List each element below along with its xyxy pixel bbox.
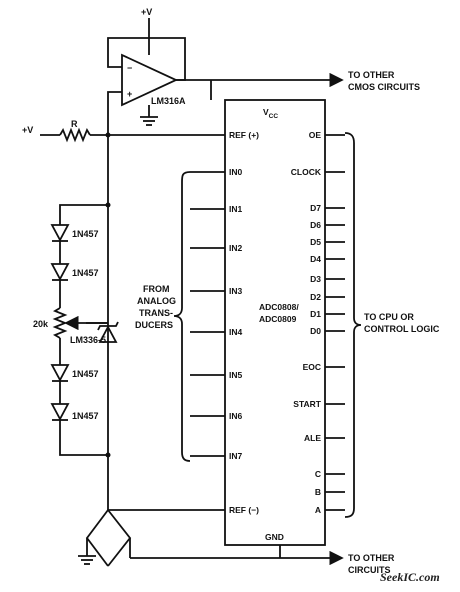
reference-section: +V R <box>22 119 225 510</box>
curly-brace-icon <box>344 132 362 518</box>
chip-pin-label: D7 <box>310 203 321 213</box>
curly-brace-icon <box>173 171 191 462</box>
chip-pin-label: IN1 <box>229 204 243 214</box>
chip-pin-label: D1 <box>310 309 321 319</box>
opamp-minus-sign: − <box>127 63 132 73</box>
chip-pin-label: D4 <box>310 254 321 264</box>
to-cmos-label-2: CMOS CIRCUITS <box>348 82 420 92</box>
chip-pin-label: D3 <box>310 274 321 284</box>
diode-icon <box>50 403 70 421</box>
bias-network: 1N457 1N457 20k LM336-5 1N457 1N457 <box>33 204 119 456</box>
diode-icon <box>50 364 70 382</box>
chip-pin-label: OE <box>309 130 322 140</box>
opamp-feedback-wire <box>107 37 186 81</box>
chip-pin-label: D5 <box>310 237 321 247</box>
chip-gnd-label: GND <box>265 532 284 542</box>
cpu-outputs-group: TO CPU OR CONTROL LOGIC <box>344 132 440 518</box>
chip-vcc-label: VCC <box>263 107 278 120</box>
cpu-label-2: CONTROL LOGIC <box>364 324 440 334</box>
bias-bottom-wire <box>59 420 108 456</box>
chip-pin-label: IN3 <box>229 286 243 296</box>
analog-label-2: ANALOG <box>137 296 176 306</box>
to-cmos-bottom-label-1: TO OTHER <box>348 553 395 563</box>
ground-icon <box>140 116 158 126</box>
ref-diode-label: LM336-5 <box>70 335 106 345</box>
adc-chip: VCC GND ADC0808/ ADC0809 <box>224 99 326 546</box>
diode-label-4: 1N457 <box>72 411 99 421</box>
chip-pin-label: A <box>315 505 321 515</box>
ground-return-wire <box>107 509 132 567</box>
analog-label-3: TRANS- <box>139 308 173 318</box>
ground-section: TO OTHER CIRCUITS <box>78 509 395 575</box>
ground-icon <box>78 555 96 565</box>
opamp-section: +V − + LM316A TO OTHER CMOS CIRCUITS <box>107 7 420 135</box>
chip-pin-label: IN4 <box>229 327 243 337</box>
analog-label-1: FROM <box>143 284 170 294</box>
cpu-label-1: TO CPU OR <box>364 312 414 322</box>
bias-top-wire <box>59 204 108 225</box>
chip-pin-label: C <box>315 469 321 479</box>
watermark-text: SeekIC.com <box>380 570 440 584</box>
chip-pin-label: CLOCK <box>291 167 322 177</box>
pot-label: 20k <box>33 319 49 329</box>
chip-pin-label: EOC <box>303 362 321 372</box>
chip-pin-label: IN2 <box>229 243 243 253</box>
zener-diode-icon <box>86 321 119 343</box>
chip-pin-label: IN0 <box>229 167 243 177</box>
opamp-plus-sign: + <box>127 89 132 99</box>
opamp-label: LM316A <box>151 96 186 106</box>
diode-label-2: 1N457 <box>72 268 99 278</box>
chip-name-2: ADC0809 <box>259 314 297 324</box>
opamp-plus-input-wire <box>107 91 122 135</box>
chip-pin-label: START <box>293 399 322 409</box>
vplus-top-label: +V <box>141 7 152 17</box>
diode-icon <box>50 263 70 281</box>
adc-chip-body <box>224 99 326 546</box>
chip-pin-label: IN6 <box>229 411 243 421</box>
chip-vcc-text: V <box>263 107 269 117</box>
diode-label-3: 1N457 <box>72 369 99 379</box>
chip-pin-label: B <box>315 487 321 497</box>
resistor-r-label: R <box>71 119 78 129</box>
opamp-triangle-icon <box>121 53 179 107</box>
chip-pin-label: REF (−) <box>229 505 259 515</box>
chip-pin-label: D6 <box>310 220 321 230</box>
chip-name-1: ADC0808/ <box>259 302 299 312</box>
diode-icon <box>50 224 70 242</box>
analog-label-4: DUCERS <box>135 320 173 330</box>
to-cmos-label-1: TO OTHER <box>348 70 395 80</box>
chip-pin-label: REF (+) <box>229 130 259 140</box>
resistor-icon <box>59 127 91 143</box>
chip-vcc-subscript: CC <box>269 113 279 120</box>
diode-label-1: 1N457 <box>72 229 99 239</box>
vplus-left-label: +V <box>22 125 33 135</box>
chip-pin-label: IN5 <box>229 370 243 380</box>
chip-pin-label: IN7 <box>229 451 243 461</box>
ground-feed-wire <box>85 509 109 567</box>
analog-inputs-group: FROM ANALOG TRANS- DUCERS <box>135 171 191 462</box>
chip-pin-label: D0 <box>310 326 321 336</box>
chip-pin-label: ALE <box>304 433 321 443</box>
to-cmos-bottom-label-2: CIRCUITS <box>348 565 391 575</box>
potentiometer-icon <box>52 307 68 339</box>
chip-pin-label: D2 <box>310 292 321 302</box>
